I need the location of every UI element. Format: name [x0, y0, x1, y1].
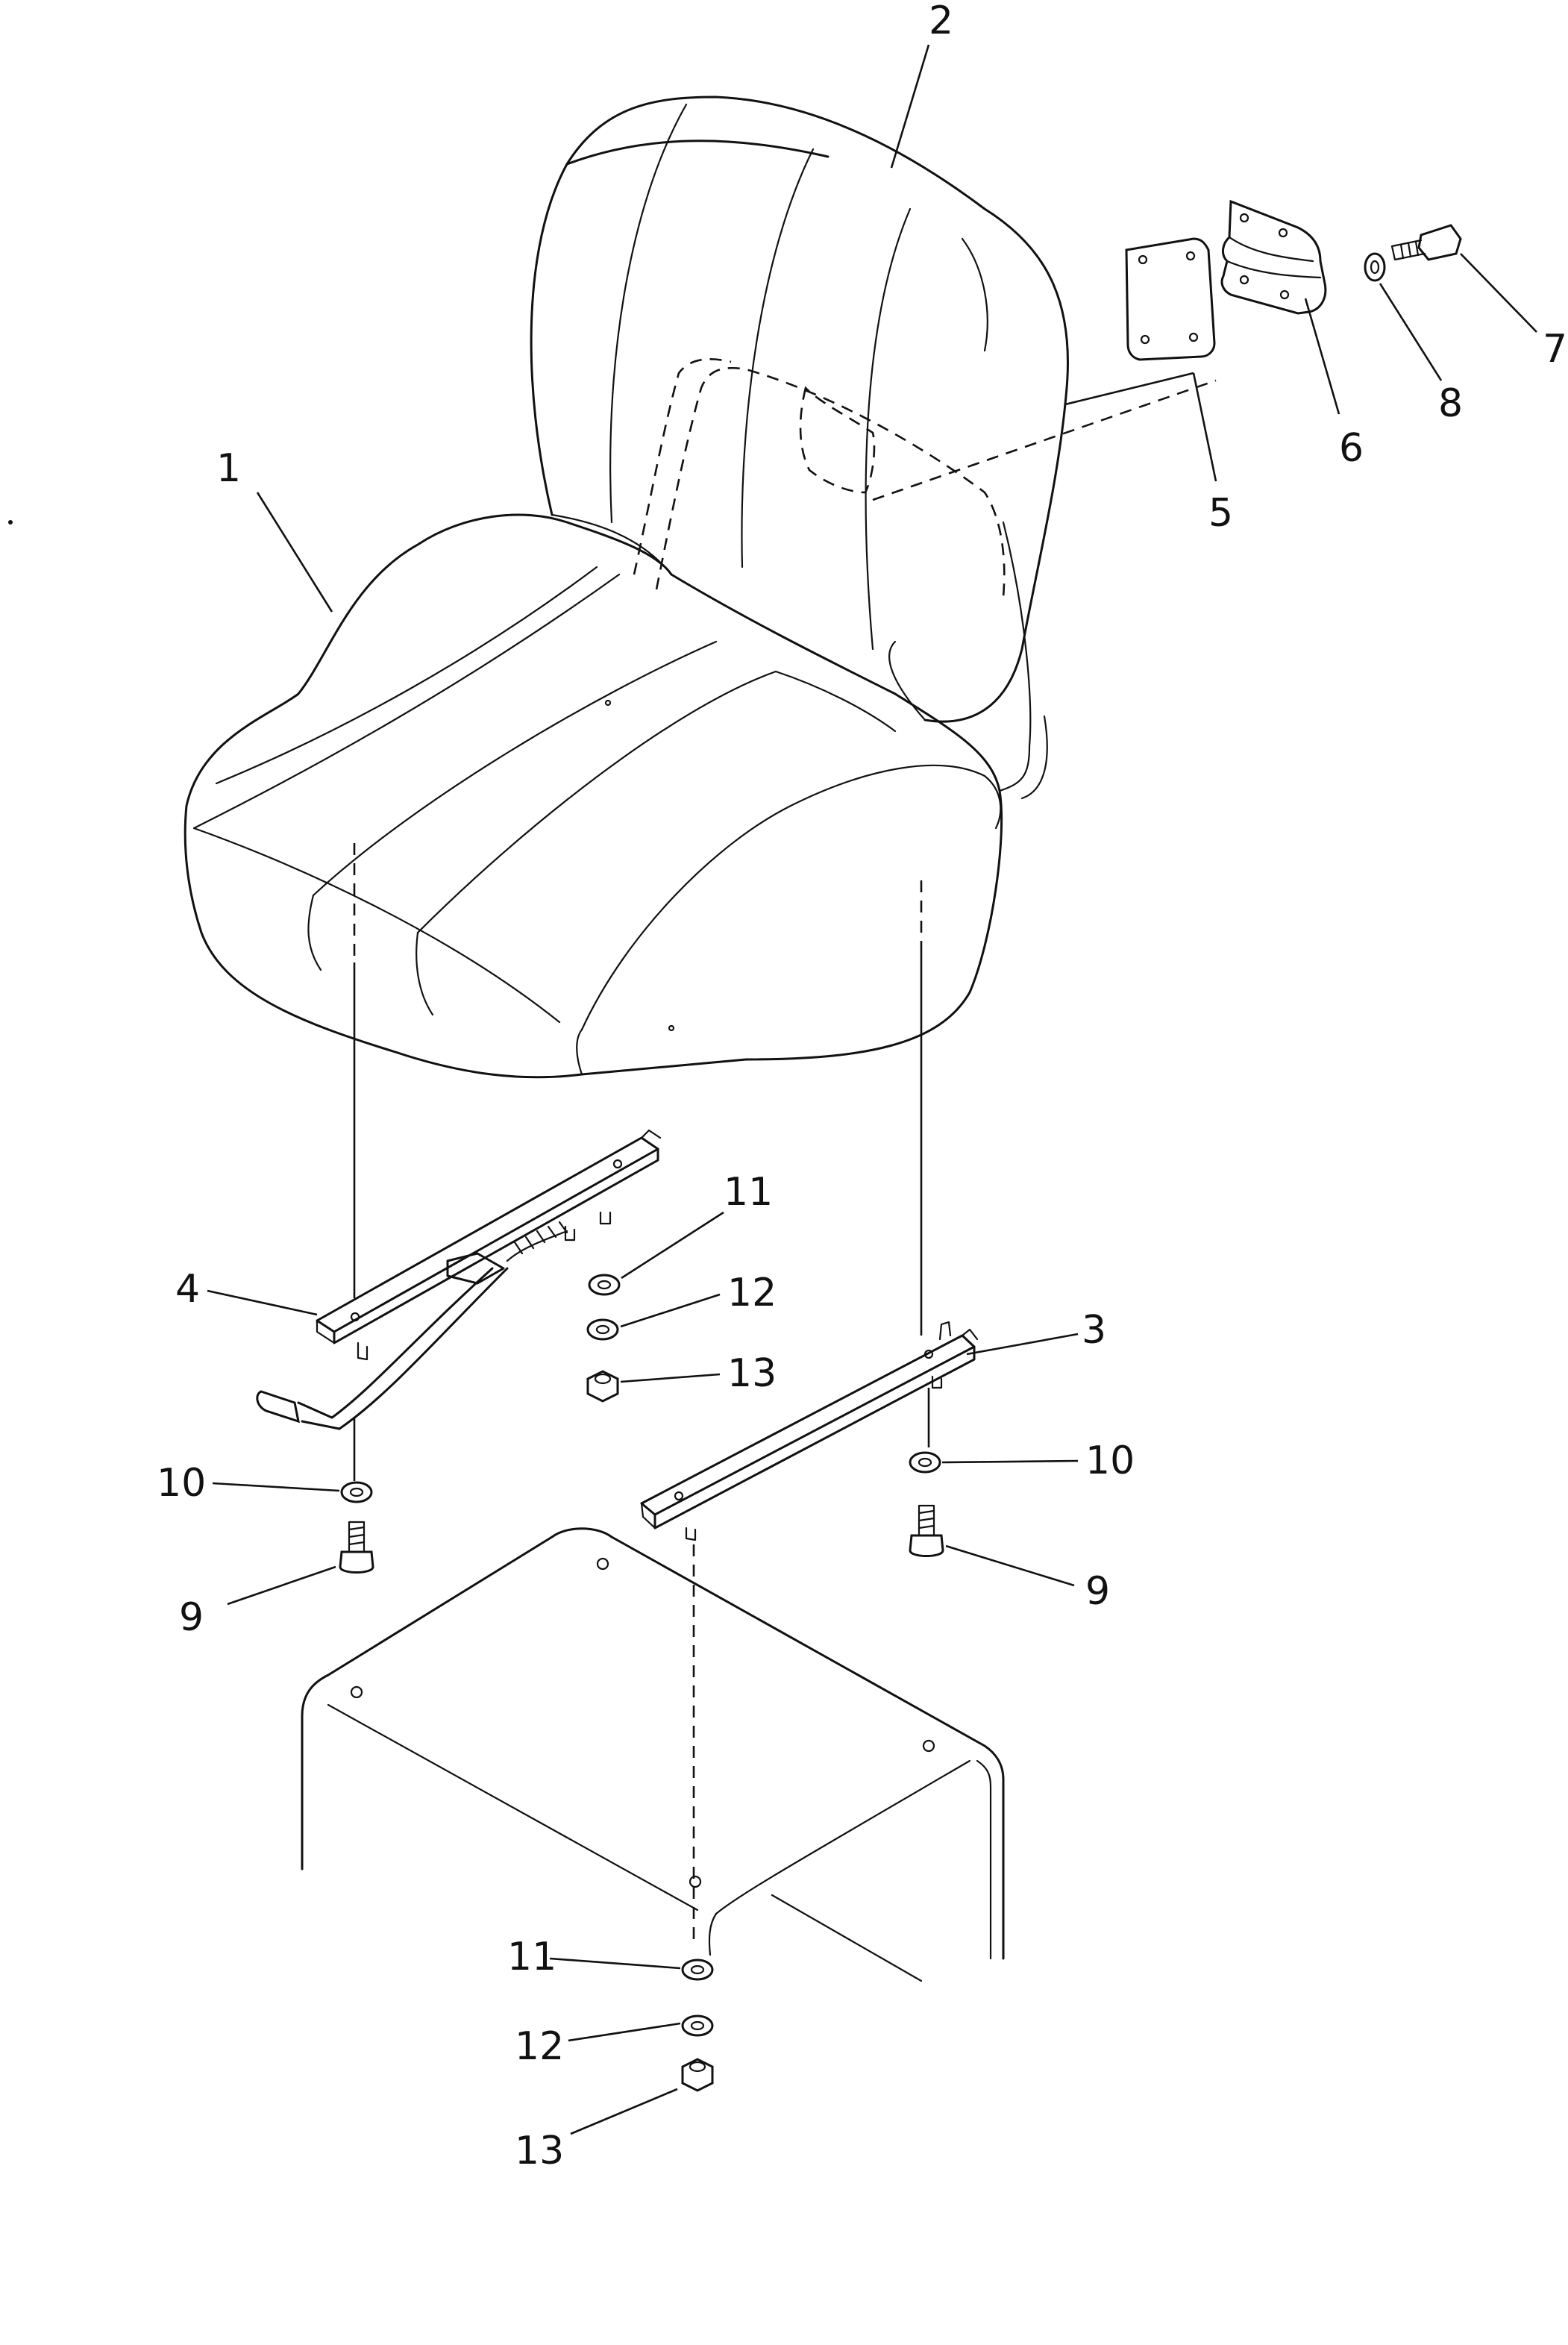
- hardware-left-group: [339, 1481, 374, 1574]
- seat-cushion: [184, 513, 1048, 1079]
- callout-10-right: 10: [1085, 1438, 1135, 1483]
- hardware-bottom-group: [681, 1959, 714, 2092]
- callout-8: 8: [1438, 381, 1463, 426]
- slide-rail: [640, 1321, 979, 1541]
- callout-6: 6: [1339, 426, 1364, 471]
- callout-leaders: [207, 44, 1537, 2135]
- callout-labels: 1 2 3 4 5 6 7 8 9 9 10 10 11 11 12 12 13…: [157, 0, 1567, 2173]
- bracket: [1220, 199, 1327, 315]
- callout-11-top: 11: [724, 1170, 773, 1215]
- hidden-backrest-frame: [353, 358, 1217, 1947]
- assembly-lines: [353, 372, 1194, 1481]
- slide-rail-with-lever: [256, 1129, 662, 1430]
- callout-4: 4: [175, 1267, 200, 1312]
- mounting-plate: [1125, 237, 1216, 361]
- washer-8: [1364, 252, 1386, 282]
- seat-stand: [301, 1527, 1005, 1982]
- stray-mark: [8, 520, 13, 525]
- callout-10-left: 10: [157, 1461, 206, 1506]
- callout-13-top: 13: [727, 1351, 777, 1396]
- callout-5: 5: [1208, 491, 1233, 536]
- callout-7: 7: [1543, 327, 1567, 372]
- callout-2: 2: [929, 0, 953, 43]
- callout-11-bottom: 11: [507, 1935, 556, 1979]
- callout-9-right: 9: [1085, 1569, 1110, 1614]
- hardware-top-group: [586, 1274, 621, 1403]
- hardware-right-group: [909, 1451, 944, 1557]
- seat-backrest: [530, 96, 1069, 723]
- callout-12-bottom: 12: [515, 2024, 564, 2069]
- callout-3: 3: [1082, 1308, 1106, 1353]
- callout-13-bottom: 13: [515, 2129, 564, 2173]
- callout-12-top: 12: [727, 1271, 777, 1315]
- callout-1: 1: [216, 446, 241, 491]
- bolt-7: [1390, 224, 1462, 261]
- callout-9-left: 9: [179, 1595, 204, 1640]
